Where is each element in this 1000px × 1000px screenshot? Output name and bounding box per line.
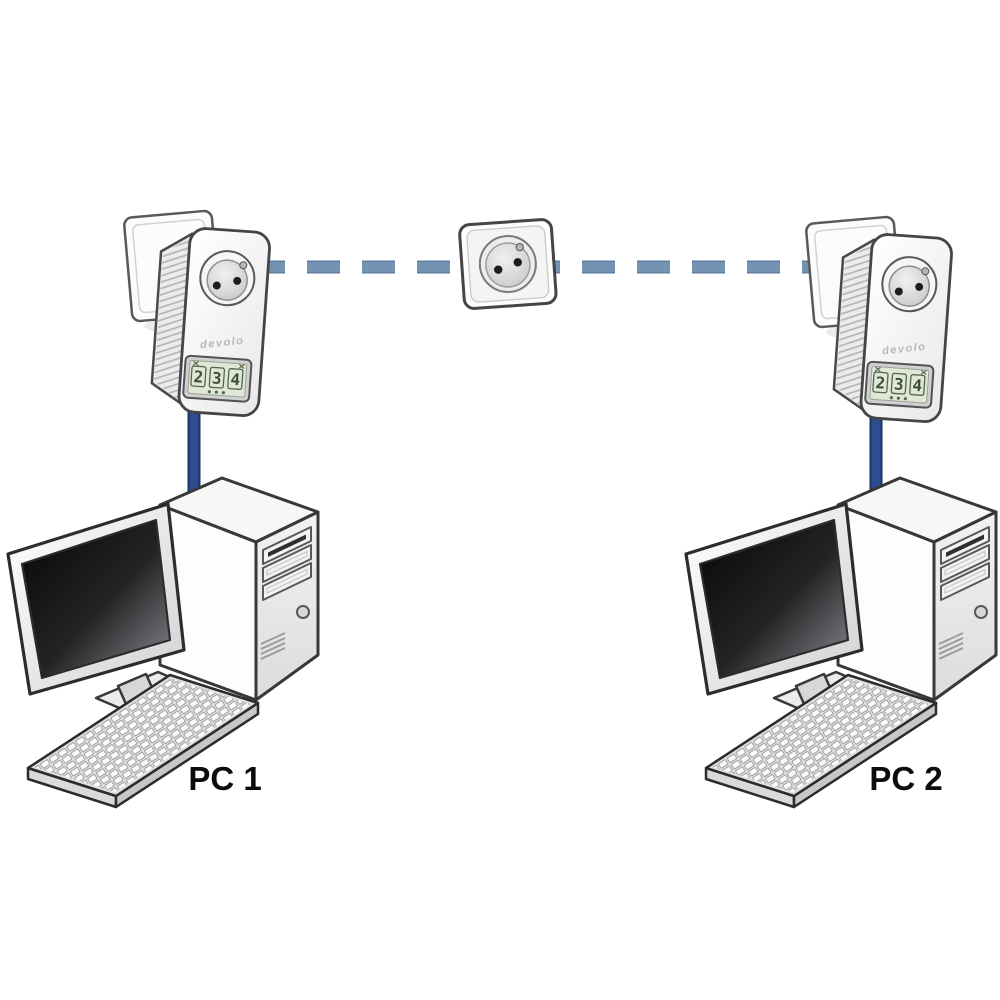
display-digit: 4	[230, 370, 241, 390]
pc-right: PC 2	[684, 476, 998, 809]
desktop-computer	[6, 476, 320, 809]
devolo-logo: devolo	[882, 341, 927, 358]
display-digit: 2	[193, 367, 204, 387]
display-digit: 3	[211, 368, 222, 388]
display-digit: 2	[875, 373, 886, 393]
lcd-display-digits: 2 3 4	[193, 367, 241, 389]
pc-left-label: PC 1	[188, 760, 261, 797]
devolo-logo: devolo	[200, 335, 245, 352]
powerline-adapter-left: devolo 2 3 4	[122, 208, 272, 419]
powerline-adapter-right: devolo 2 3 4	[804, 214, 954, 425]
wall-outlet	[457, 217, 559, 311]
lcd-display-digits: 2 3 4	[875, 373, 923, 395]
outlet-plate	[457, 217, 559, 311]
display-digit: 3	[893, 374, 904, 394]
pc-left: PC 1	[6, 476, 320, 809]
display-digit: 4	[912, 376, 923, 396]
desktop-computer	[684, 476, 998, 809]
pc-right-label: PC 2	[869, 760, 942, 797]
